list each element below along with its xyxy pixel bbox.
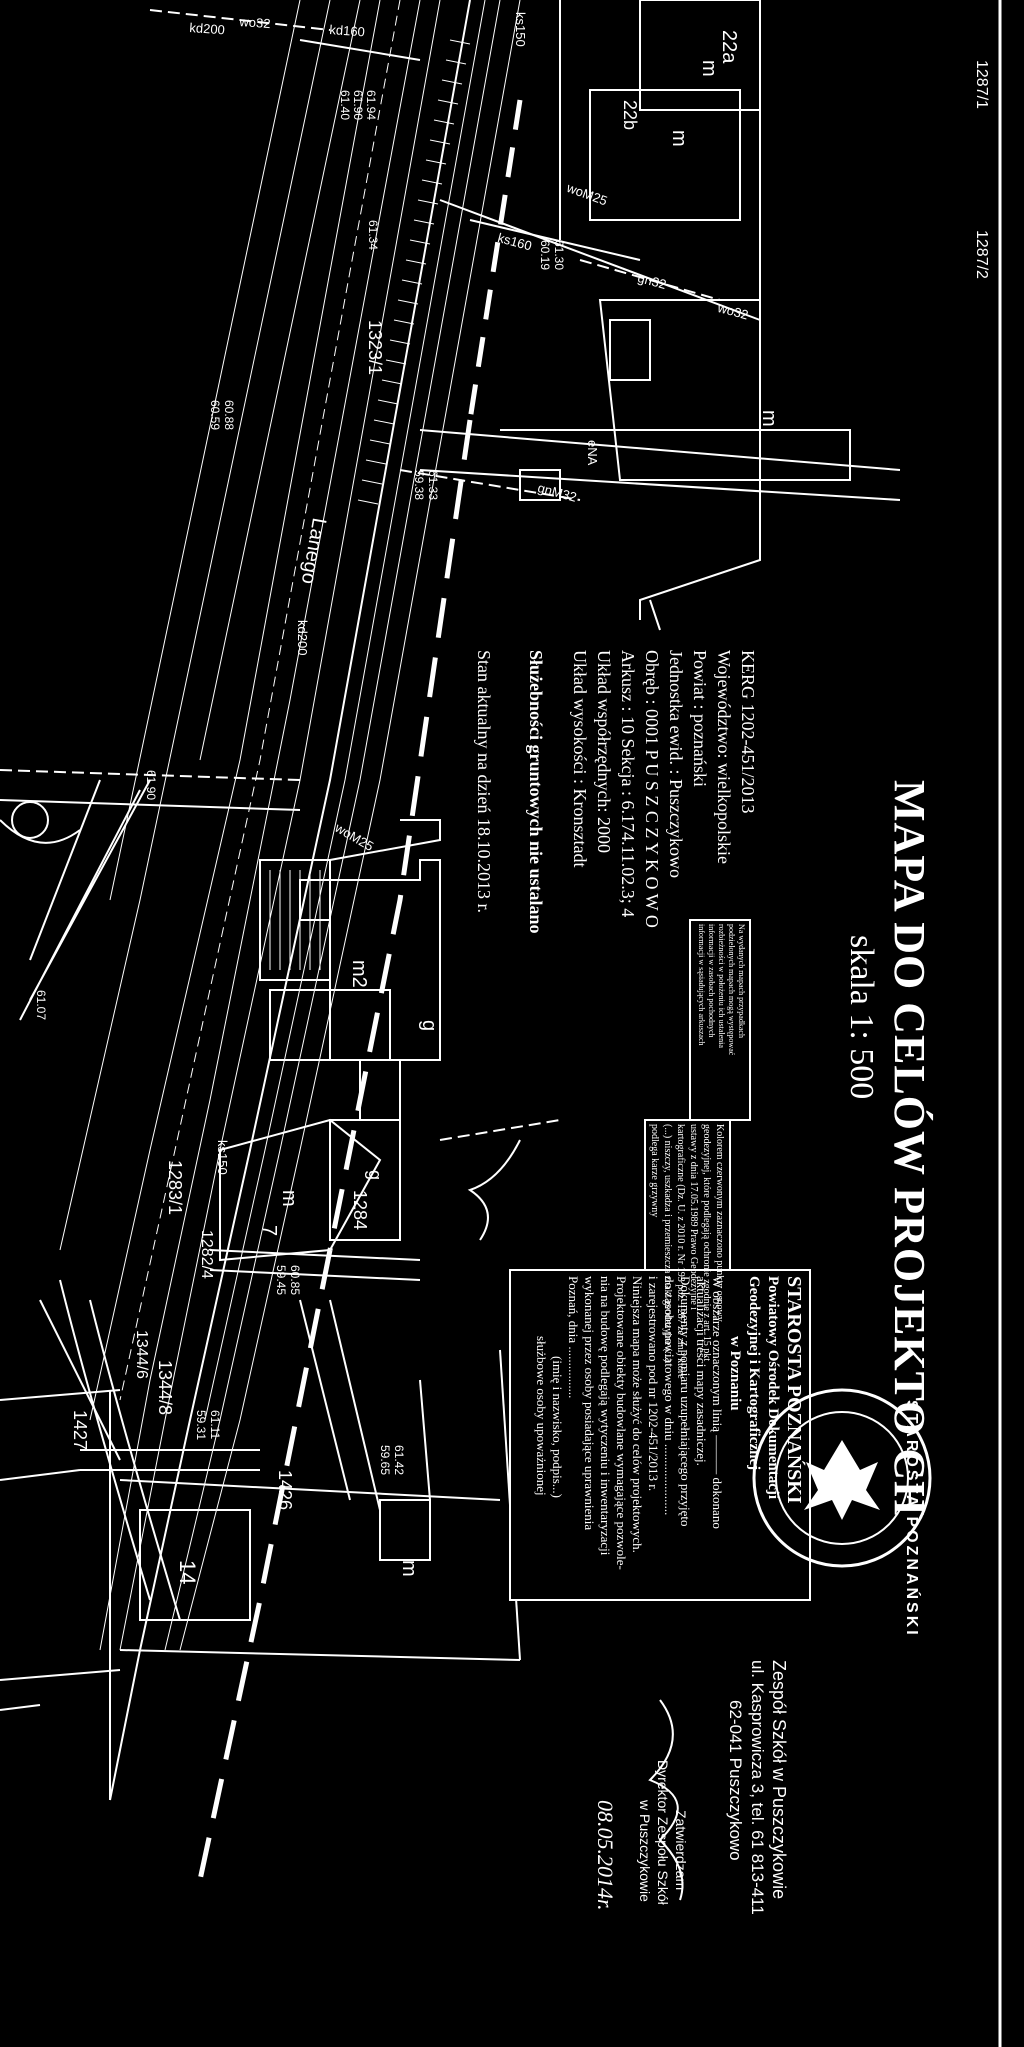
building-label: 7 — [258, 1225, 280, 1237]
parcel-number: 1284 — [350, 1190, 370, 1231]
building-label: g — [418, 1020, 440, 1032]
height-value: 61.40 — [338, 90, 352, 121]
building-label: 22a — [718, 30, 740, 64]
height-value: 61.90 — [351, 90, 365, 121]
height-value: 61.90 — [144, 770, 158, 801]
height-value: 61.30 — [552, 240, 566, 271]
building-label: 22b — [620, 100, 640, 131]
parcel-number: 1287/2 — [973, 230, 990, 279]
map-scale: skala 1: 500 — [843, 935, 880, 1100]
small-note-line: podzielonych mapach mogą występować — [727, 924, 736, 1056]
info-wojewodztwo: Województwo: wielkopolskie — [714, 650, 734, 865]
small-note-line: informacji w zasobach pochodnych — [707, 924, 716, 1038]
building-label: m2 — [348, 960, 370, 988]
small-note: Na wydanych mapach przypadkach podzielon… — [696, 924, 746, 1055]
approve-sign2: w Puszczykowie — [637, 1800, 653, 1902]
approve-date: 08.05.2014r. — [593, 1800, 618, 1911]
height-value: 60.88 — [222, 400, 236, 431]
info-uklad-wys: Układ wysokości : Kronsztadt — [570, 650, 590, 868]
height-value: 61.94 — [364, 90, 378, 121]
building-label: m — [668, 130, 690, 147]
parcel-number: 1426 — [275, 1470, 295, 1511]
info-kerg: KERG 1202-451/2013 — [738, 650, 758, 814]
starosta-stamp: STAROSTA POZNAŃSKI Powiatowy Ośrodek Dok… — [533, 1276, 806, 1570]
seal-text: STAROSTA POZNAŃSKI — [903, 1400, 920, 1638]
building-label: m — [698, 60, 720, 77]
school-name: Zespół Szkół w Puszczykowie — [769, 1660, 789, 1900]
small-note-line: Na wydanych mapach przypadkach — [737, 924, 746, 1038]
approve-label: Zatwierdzam — [673, 1810, 689, 1891]
school-address: ul. Kasprowicza 3, tel. 61 813-411 — [748, 1660, 767, 1915]
parcel-number: 1282/4 — [198, 1230, 215, 1279]
height-value: 61.34 — [366, 220, 380, 251]
parcel-number: 1287/1 — [973, 60, 990, 109]
stamp-body-line: aktualizacji treści mapy zasadniczej. — [694, 1276, 709, 1466]
parcel-number: 1323/1 — [365, 320, 385, 376]
height-value: 61.07 — [34, 990, 48, 1021]
info-powiat: Powiat : poznański — [690, 650, 710, 787]
parcel-number: 1344/6 — [133, 1330, 150, 1379]
info-stan: Stan aktualny na dzień 18.10.2013 r. — [474, 650, 494, 913]
stamp-body-line: służbowe osoby upoważnionej — [534, 1336, 549, 1496]
small-note-line: informacji w sąsiadujących arkuszach — [697, 924, 706, 1046]
info-obreb: Obręb : 0001 P U S Z C Z Y K O W O — [642, 650, 662, 928]
stamp-body-line: Poznań, dnia ................ — [566, 1276, 581, 1399]
stamp-body-line: Niniejsza mapa może służyć do celów proj… — [630, 1276, 645, 1553]
approve-sign1: Dyrektor Zespołu Szkół — [655, 1760, 671, 1905]
parcel-number: 1344/8 — [155, 1360, 175, 1416]
school-city: 62-041 Puszczykowo — [726, 1700, 745, 1861]
info-sluzebnosci: Służebności gruntowych nie ustalano — [526, 650, 546, 934]
stamp-body-line: i zarejestrowano pod nr 1202-451/2013 r. — [646, 1276, 661, 1492]
height-value: 60.59 — [208, 400, 222, 431]
utility-label: kd160 — [328, 22, 366, 40]
parcel-number: 1427 — [70, 1410, 90, 1451]
stamp-body-line: nia na budowę podlegają wytyczeniu i inw… — [598, 1276, 613, 1556]
height-value: 59.45 — [274, 1265, 288, 1296]
building-label: m — [278, 1190, 300, 1207]
stamp-body-line: do zasobu powiatowego w dniu ...........… — [662, 1276, 677, 1516]
utility-label: kd200 — [295, 620, 310, 656]
building-label: 14 — [175, 1560, 200, 1585]
utility-label: kd200 — [188, 20, 226, 38]
stamp-line1: STAROSTA POZNAŃSKI — [783, 1276, 805, 1504]
stamp-body-line: W obszarze oznaczonym linią ——— dokonano — [710, 1276, 725, 1529]
height-value: 61.11 — [208, 1410, 222, 1440]
stamp-line4: w Poznaniu — [727, 1336, 743, 1411]
info-arkusz: Arkusz : 10 Sekcja : 6.174.11.02.3; 4 — [618, 650, 638, 918]
info-jednostka: Jednostka ewid. : Puszczykowo — [666, 650, 686, 878]
stamp-body-line: wykonanej przez osoby posiadające uprawn… — [582, 1276, 597, 1531]
small-note-line: rozbieżności w położeniu ich ustalenia — [717, 924, 726, 1048]
stamp-body-line: Dokumenty z pomiaru uzupełniającego przy… — [678, 1276, 693, 1527]
utility-label: eNA — [585, 440, 600, 466]
school-stamp: Zespół Szkół w Puszczykowie ul. Kasprowi… — [724, 1660, 790, 1915]
info-block: KERG 1202-451/2013 Województwo: wielkopo… — [472, 650, 760, 934]
utility-label: wo32 — [238, 14, 272, 32]
height-value: 61.42 — [392, 1445, 406, 1476]
parcel-number: 1283/1 — [165, 1160, 185, 1216]
stamp-line2: Powiatowy Ośrodek Dokumentacji — [765, 1276, 781, 1500]
building-label: m — [398, 1560, 420, 1577]
height-value: 61.33 — [426, 470, 440, 501]
building-label: m — [758, 410, 780, 427]
height-value: 59.31 — [194, 1410, 208, 1441]
height-value: 60.85 — [288, 1265, 302, 1296]
stamp-body-line: (imię i nazwisko, podpis...) — [550, 1356, 565, 1498]
stamp-body-line: Projektowane obiekty budowlane wymagając… — [614, 1276, 629, 1570]
height-value: 59.65 — [378, 1445, 392, 1476]
height-value: 60.19 — [538, 240, 552, 271]
height-value: 59.38 — [412, 470, 426, 501]
building-label: g — [365, 1170, 385, 1181]
utility-label: ks150 — [215, 1140, 230, 1175]
school-approve: Zatwierdzam Dyrektor Zespołu Szkół w Pus… — [636, 1760, 690, 1905]
stamp-line3: Geodezyjnej i Kartograficznej — [746, 1276, 762, 1471]
utility-label: ks150 — [513, 12, 528, 47]
info-uklad-wsp: Układ współrzędnych: 2000 — [594, 650, 614, 853]
